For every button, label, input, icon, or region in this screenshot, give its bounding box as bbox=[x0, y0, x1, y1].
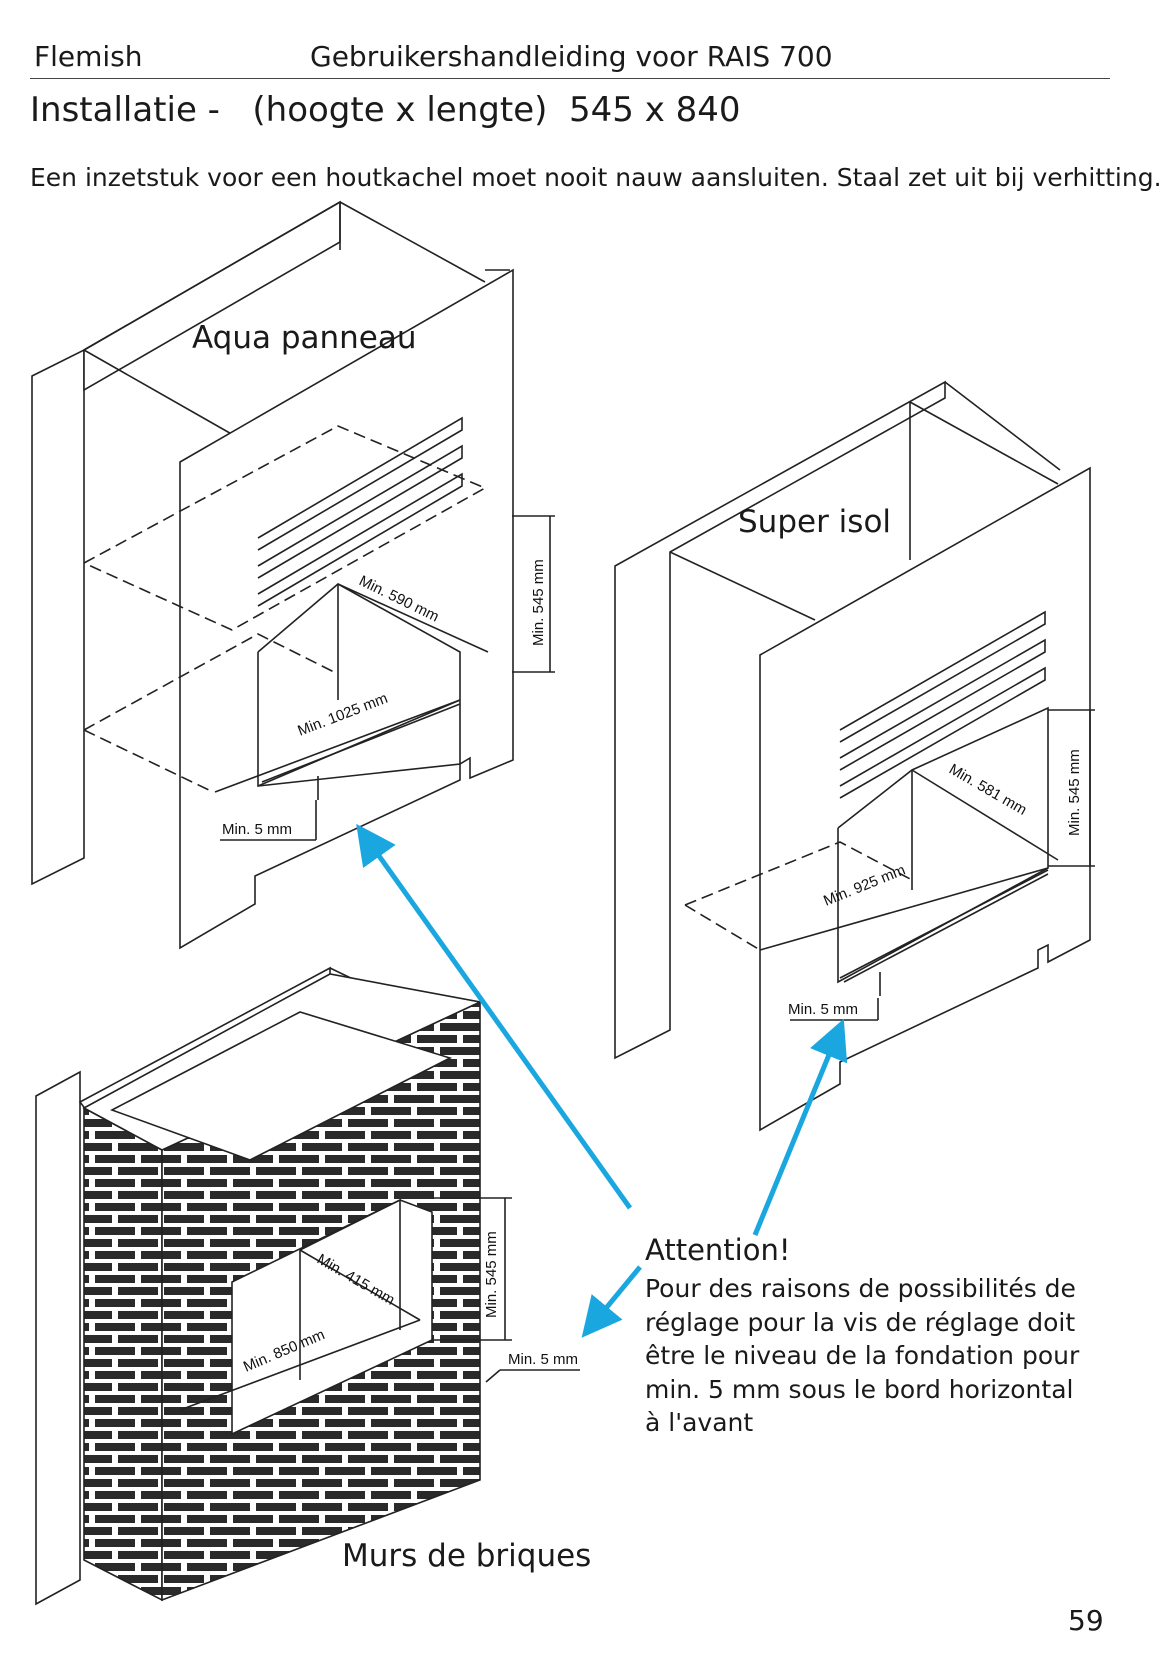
page-number: 59 bbox=[1068, 1604, 1104, 1637]
brick-dim-height: Min. 545 mm bbox=[483, 1231, 500, 1318]
attention-body: Pour des raisons de possibilités de régl… bbox=[645, 1272, 1115, 1440]
attention-line: à l'avant bbox=[645, 1408, 754, 1437]
brick-walls-label: Murs de briques bbox=[342, 1538, 592, 1574]
brick-walls-drawing bbox=[35, 966, 580, 1606]
super-dim-height: Min. 545 mm bbox=[1066, 749, 1083, 836]
attention-line: réglage pour la vis de réglage doit bbox=[645, 1307, 1076, 1337]
section-title: Installatie - (hoogte x lengte) 545 x 84… bbox=[30, 90, 741, 130]
aqua-dim-gap: Min. 5 mm bbox=[222, 821, 292, 838]
header-language: Flemish bbox=[34, 40, 143, 73]
aqua-panneau-drawing bbox=[31, 200, 555, 950]
super-isol-label: Super isol bbox=[738, 504, 892, 540]
super-dim-gap: Min. 5 mm bbox=[788, 1001, 858, 1018]
attention-line: min. 5 mm sous le bord horizontal bbox=[645, 1374, 1074, 1404]
aqua-panneau-label: Aqua panneau bbox=[192, 320, 417, 356]
attention-line: Pour des raisons de possibilités de bbox=[645, 1274, 1076, 1303]
super-isol-drawing bbox=[614, 380, 1095, 1132]
aqua-dim-height: Min. 545 mm bbox=[530, 559, 547, 646]
brick-dim-gap: Min. 5 mm bbox=[508, 1351, 578, 1368]
attention-arrows bbox=[356, 823, 848, 1338]
header-title: Gebruikershandleiding voor RAIS 700 bbox=[310, 40, 833, 73]
attention-title: Attention! bbox=[645, 1233, 791, 1267]
header-divider bbox=[30, 78, 1110, 79]
intro-text: Een inzetstuk voor een houtkachel moet n… bbox=[30, 163, 1162, 192]
attention-line: être le niveau de la fondation pour bbox=[645, 1341, 1080, 1370]
